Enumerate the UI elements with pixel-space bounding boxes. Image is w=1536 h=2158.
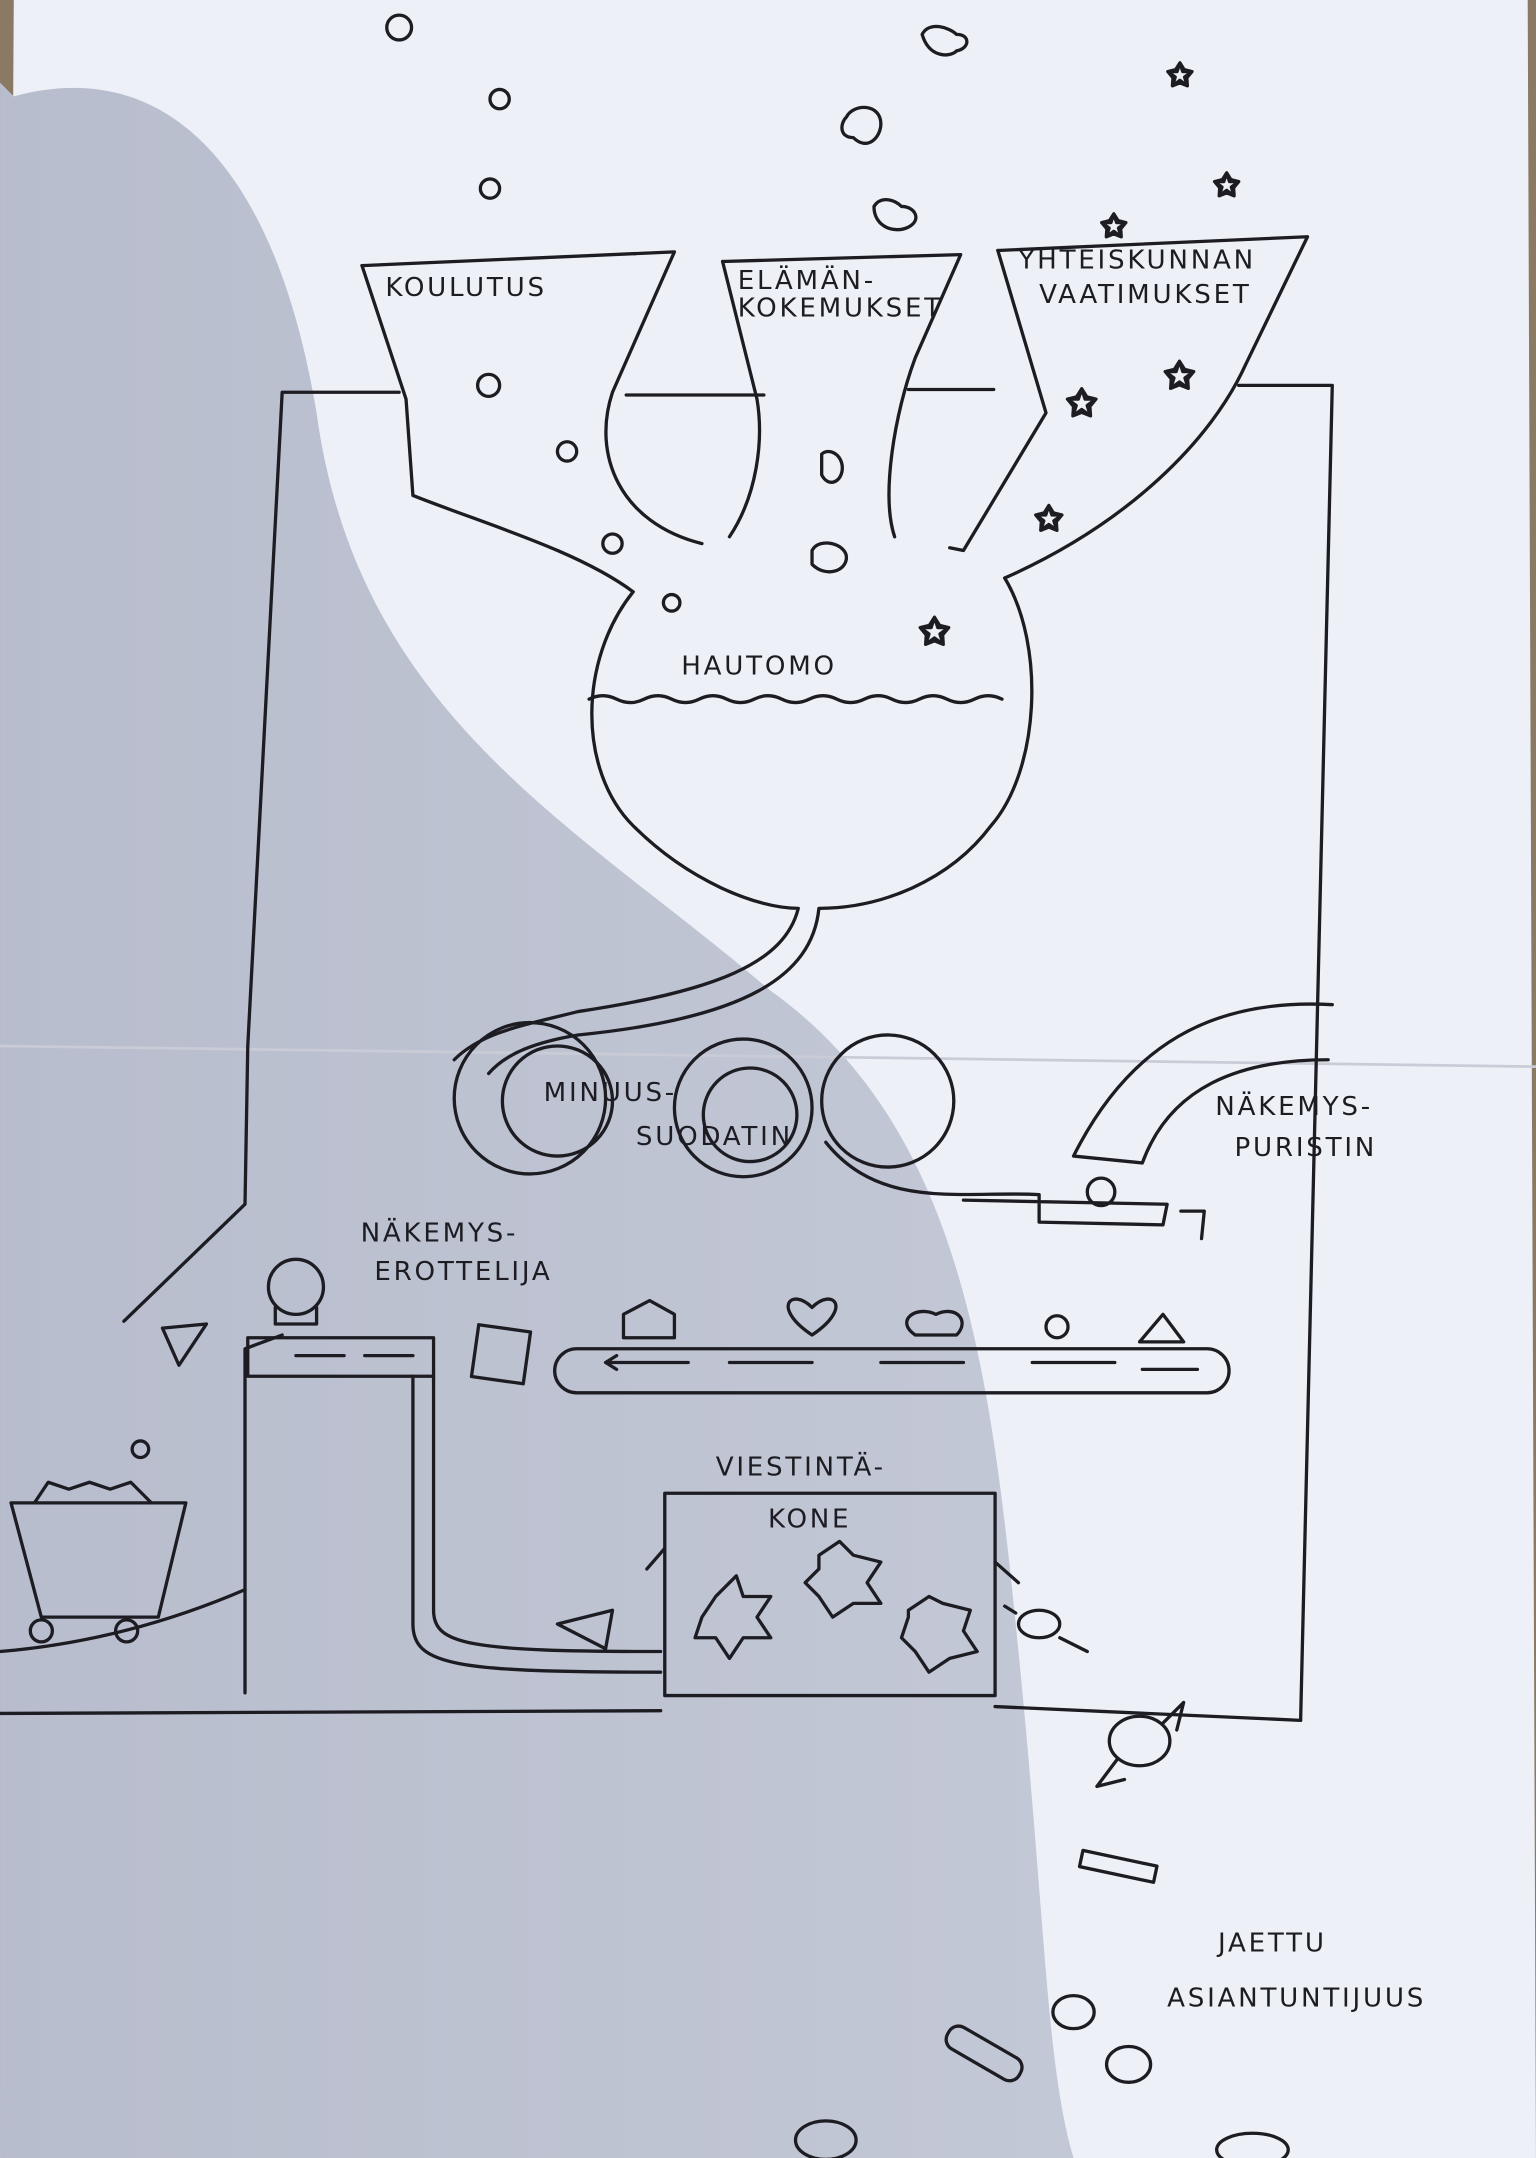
label-hautomo: HAUTOMO — [681, 651, 837, 681]
svg-text:✩: ✩ — [1214, 168, 1239, 202]
filter-coils — [452, 1020, 1206, 1241]
label-vaatimukset: VAATIMUKSET — [1039, 280, 1251, 310]
label-nakemys-erottelija-1: NÄKEMYS- — [361, 1216, 519, 1248]
machine-frame — [0, 383, 1334, 1722]
label-minuus: MINUUS- — [544, 1078, 677, 1108]
communication-machine — [555, 1491, 1021, 1698]
label-suodatin: SUODATIN — [636, 1122, 793, 1152]
svg-text:✩: ✩ — [1101, 210, 1126, 244]
label-elamankokemukset-2: KOKEMUKSET — [738, 294, 943, 324]
svg-text:✩: ✩ — [1035, 502, 1063, 538]
label-nakemys-puristin-2: PURISTIN — [1235, 1133, 1378, 1163]
label-elamankokemukset-1: ELÄMÄN- — [738, 264, 876, 296]
label-koulutus: KOULUTUS — [385, 273, 546, 303]
label-jaettu: JAETTU — [1216, 1929, 1327, 1959]
mine-cart — [0, 1439, 247, 1654]
shadow — [0, 82, 1074, 2158]
svg-text:✩: ✩ — [1067, 384, 1097, 424]
label-kone: KONE — [768, 1505, 851, 1535]
conveyors — [160, 1257, 1231, 1674]
svg-text:✩: ✩ — [919, 612, 949, 652]
label-asiantuntijuus: ASIANTUNTIJUUS — [1167, 1984, 1426, 2014]
svg-text:✩: ✩ — [1164, 356, 1194, 396]
label-nakemys-erottelija-2: EROTTELIJA — [374, 1257, 552, 1287]
label-yhteiskunnan: YHTEISKUNNAN — [1017, 245, 1255, 275]
label-nakemys-puristin-1: NÄKEMYS- — [1215, 1090, 1373, 1122]
label-viestinta: VIESTINTÄ- — [716, 1450, 886, 1482]
funnels-and-incubator — [360, 235, 1310, 1076]
particles: ✩ ✩ ✩ ✩ ✩ ✩ ✩ — [385, 13, 1241, 654]
candies — [793, 1604, 1290, 2158]
svg-text:✩: ✩ — [1167, 58, 1192, 92]
